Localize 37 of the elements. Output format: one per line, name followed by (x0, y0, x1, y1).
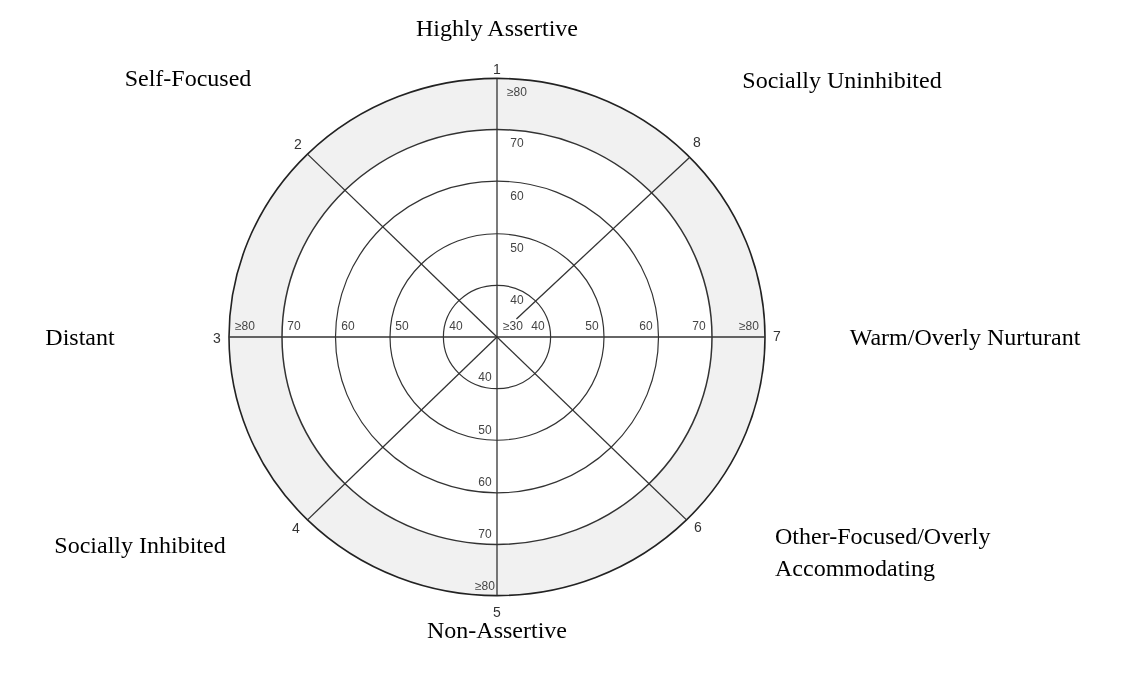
spoke-number: 4 (292, 521, 300, 535)
axis-label: Distant (45, 325, 115, 349)
spoke-number: 6 (694, 520, 702, 534)
spoke-number: 7 (773, 329, 781, 343)
spoke-number: 2 (294, 137, 302, 151)
spoke-number: 8 (693, 135, 701, 149)
axis-label: Warm/Overly Nurturant (849, 325, 1081, 349)
scale-value: 60 (509, 190, 525, 202)
spoke-number: 1 (493, 62, 501, 76)
scale-value: ≥80 (234, 320, 256, 332)
scale-value: ≥80 (738, 320, 760, 332)
scale-value: 70 (691, 320, 707, 332)
scale-value: ≥30 (502, 320, 524, 332)
scale-value: 50 (394, 320, 410, 332)
scale-value: 40 (509, 294, 525, 306)
scale-value: 70 (509, 137, 525, 149)
scale-value: ≥80 (506, 86, 528, 98)
axis-label: Socially Inhibited (54, 533, 226, 557)
axis-label: Highly Assertive (416, 16, 578, 40)
scale-value: 60 (477, 476, 493, 488)
axis-label: Non-Assertive (427, 618, 567, 642)
scale-value: 50 (477, 424, 493, 436)
axis-label: Self-Focused (124, 66, 252, 90)
scale-value: 50 (584, 320, 600, 332)
axis-label: Socially Uninhibited (742, 68, 942, 92)
scale-value: 40 (477, 371, 493, 383)
scale-value: 70 (477, 528, 493, 540)
scale-value: 50 (509, 242, 525, 254)
scale-value: ≥80 (474, 580, 496, 592)
scale-value: 70 (286, 320, 302, 332)
scale-value: 40 (448, 320, 464, 332)
scale-value: 60 (638, 320, 654, 332)
scale-value: 40 (530, 320, 546, 332)
scale-value: 60 (340, 320, 356, 332)
axis-label: Other-Focused/Overly Accommodating (775, 522, 992, 584)
spoke-number: 3 (213, 331, 221, 345)
spoke-number: 5 (493, 605, 501, 619)
